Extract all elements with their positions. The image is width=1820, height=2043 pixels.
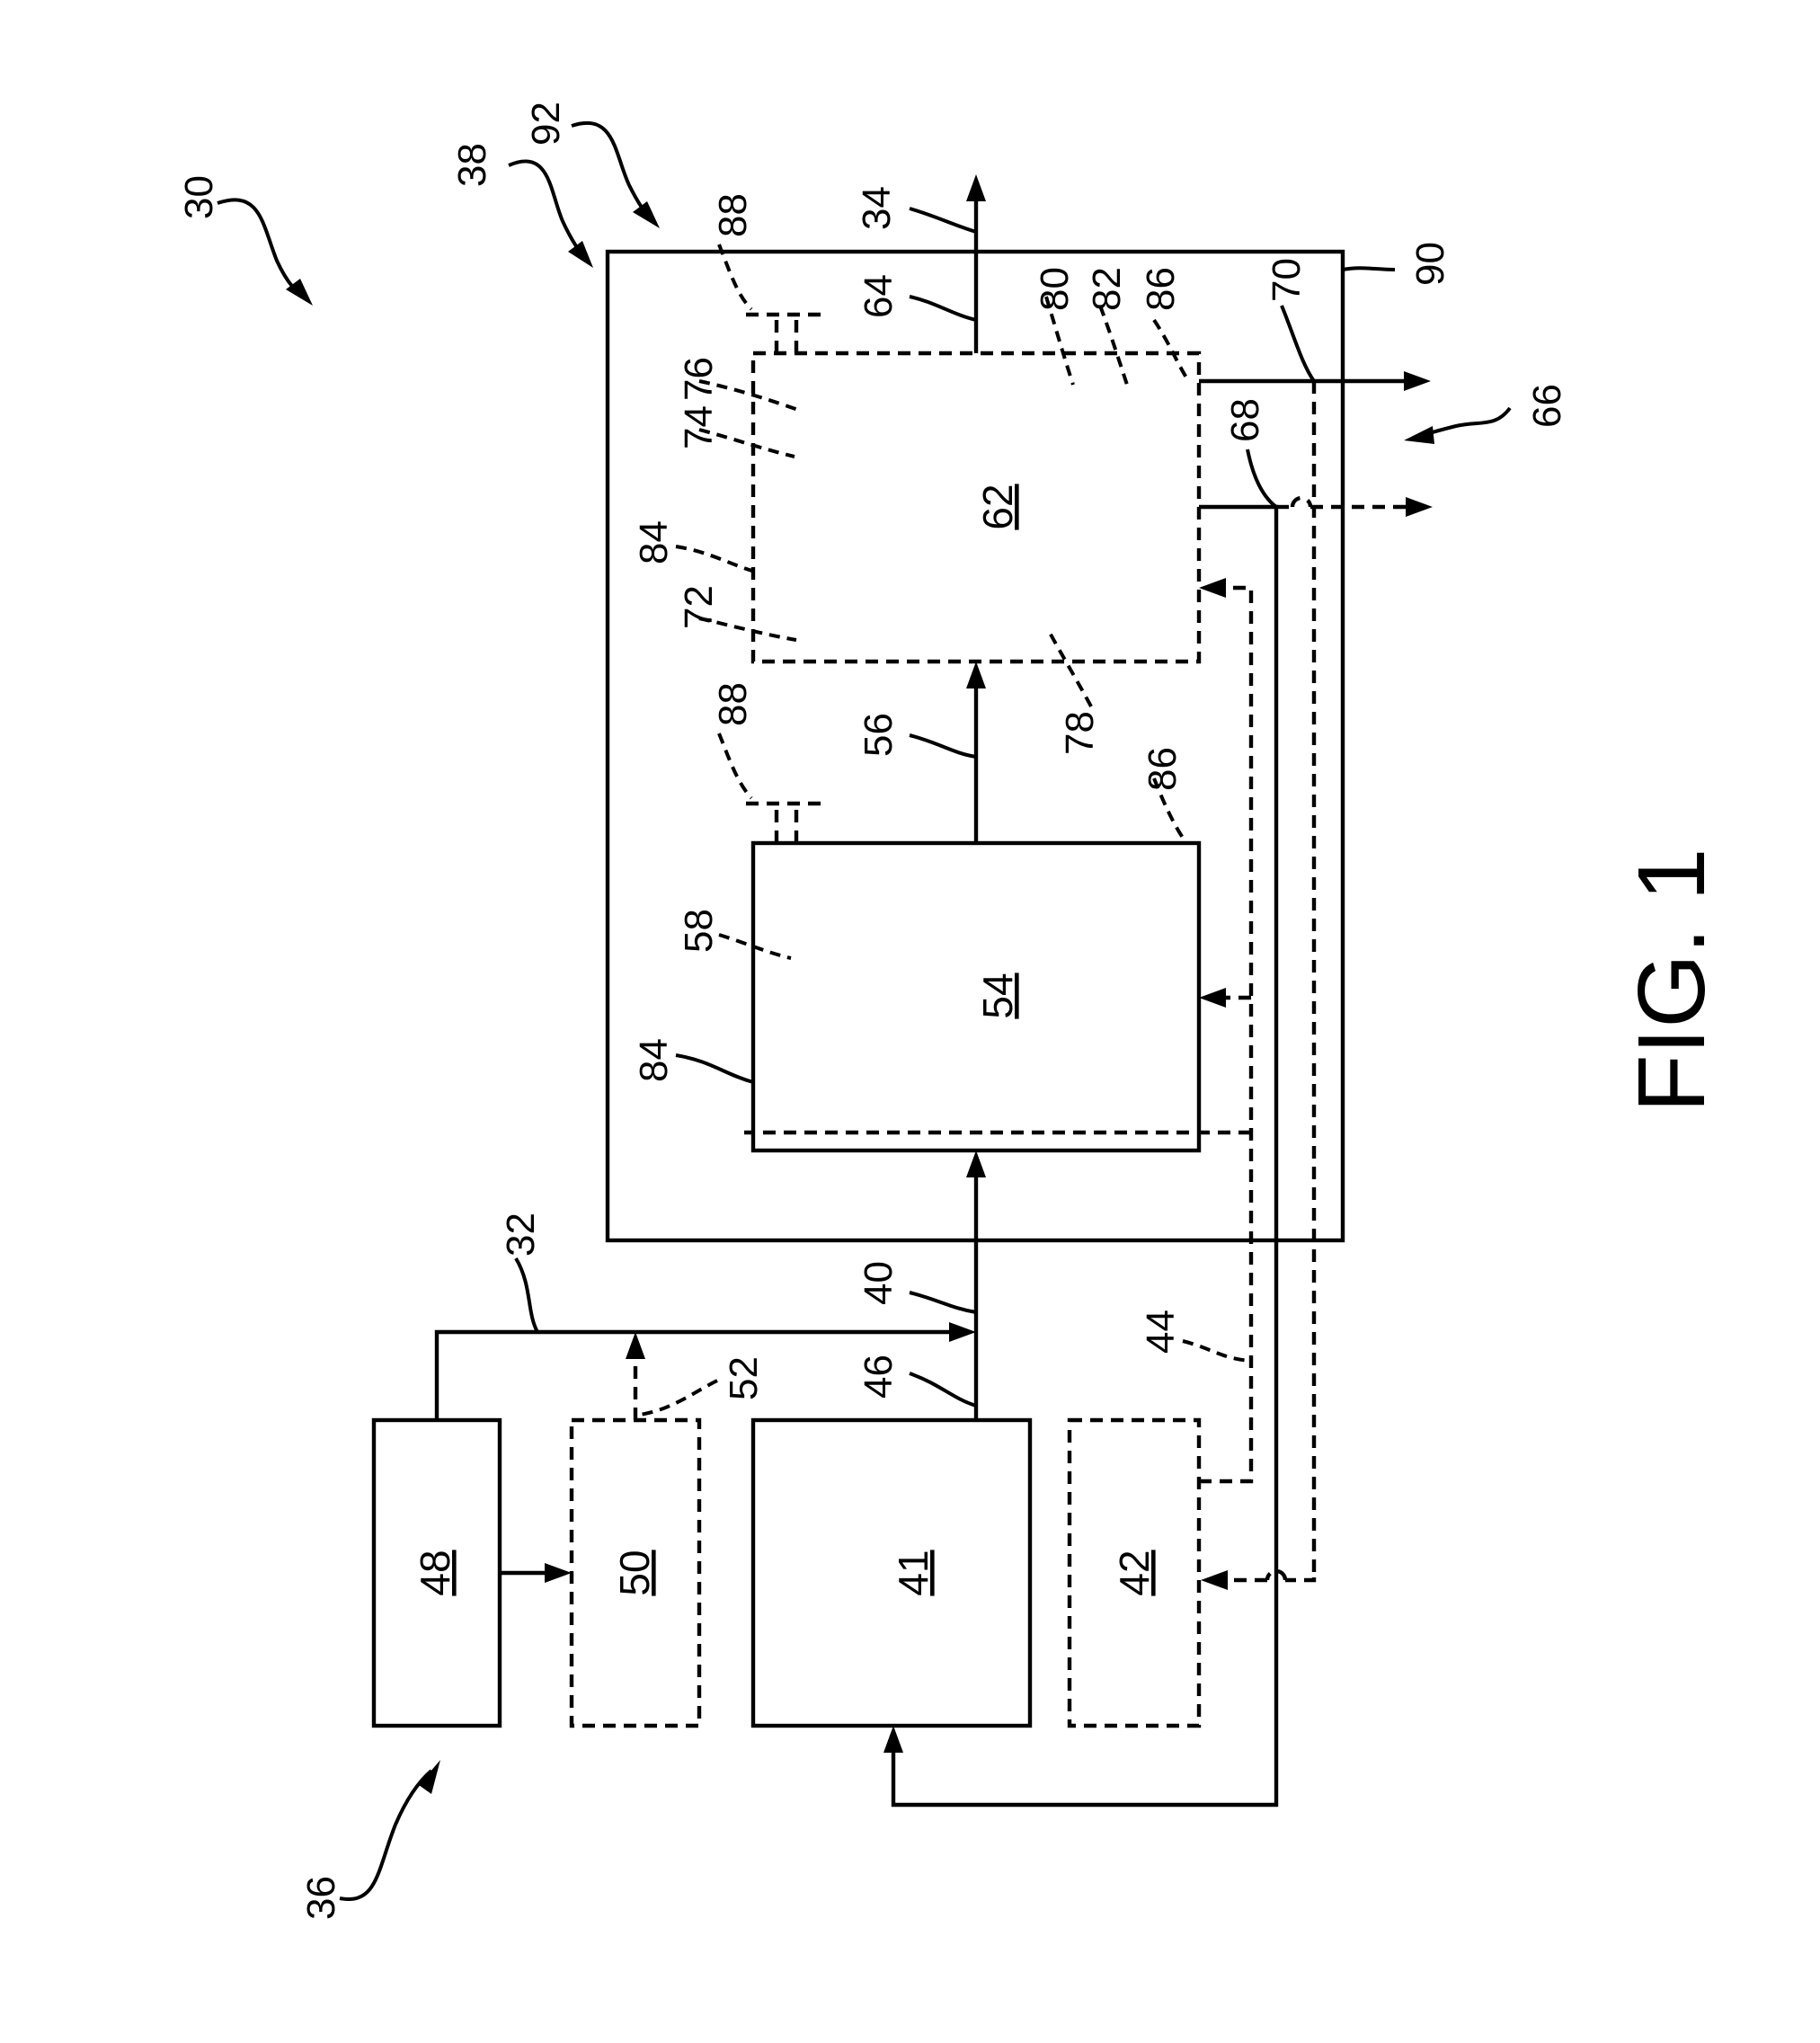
leader-40 bbox=[910, 1292, 976, 1312]
arrowhead bbox=[1199, 988, 1226, 1008]
arrowhead bbox=[633, 201, 660, 228]
ref-90: 90 bbox=[1408, 242, 1452, 286]
leader-56 bbox=[910, 735, 976, 757]
ref-46: 46 bbox=[857, 1355, 901, 1399]
leader-52 bbox=[640, 1381, 717, 1415]
ref-36: 36 bbox=[299, 1876, 343, 1920]
ref-78: 78 bbox=[1058, 711, 1102, 755]
ref-52: 52 bbox=[722, 1356, 766, 1400]
arrowhead bbox=[1201, 1570, 1228, 1590]
leader-84a bbox=[676, 546, 755, 572]
leader-84b bbox=[676, 1055, 753, 1082]
leader-88-lower bbox=[719, 733, 751, 798]
ref-34: 34 bbox=[855, 186, 899, 230]
arrowhead bbox=[1404, 371, 1431, 391]
flow-70-branch-b bbox=[1285, 1577, 1314, 1580]
arrowhead bbox=[419, 1760, 440, 1794]
arrowhead bbox=[966, 174, 986, 201]
ref-56: 56 bbox=[857, 713, 901, 757]
leader-70 bbox=[1282, 306, 1314, 381]
leader-34 bbox=[910, 209, 976, 232]
ref-80: 80 bbox=[1033, 267, 1077, 311]
leader-64 bbox=[910, 297, 976, 320]
ref-38: 38 bbox=[450, 143, 494, 187]
ref-82: 82 bbox=[1085, 267, 1129, 311]
arrowhead bbox=[966, 662, 986, 688]
ref-86-lower: 86 bbox=[1141, 747, 1185, 791]
ref-58: 58 bbox=[677, 909, 721, 953]
arrowhead bbox=[1404, 426, 1434, 444]
block-54-label: 54 bbox=[974, 973, 1021, 1018]
block-41-label: 41 bbox=[890, 1550, 937, 1595]
block-62-label: 62 bbox=[974, 484, 1021, 529]
leader-44 bbox=[1183, 1341, 1251, 1361]
leader-88-upper bbox=[719, 244, 751, 309]
block-48-label: 48 bbox=[412, 1550, 458, 1595]
ref-92: 92 bbox=[524, 102, 568, 146]
ref-68: 68 bbox=[1223, 398, 1267, 442]
leader-36 bbox=[340, 1771, 431, 1899]
ref-84-upper: 84 bbox=[632, 520, 676, 564]
arrowhead bbox=[1406, 497, 1433, 517]
arrowhead bbox=[545, 1563, 572, 1583]
ref-44: 44 bbox=[1139, 1310, 1183, 1354]
leader-38 bbox=[509, 161, 586, 261]
ref-64: 64 bbox=[857, 274, 901, 318]
ref-70: 70 bbox=[1265, 258, 1309, 302]
leader-86b bbox=[1154, 320, 1186, 378]
arrowhead bbox=[949, 1322, 976, 1342]
arrowhead bbox=[966, 1150, 986, 1177]
ref-32: 32 bbox=[499, 1212, 543, 1257]
arrowhead bbox=[568, 241, 593, 268]
ref-40: 40 bbox=[857, 1261, 901, 1305]
block-42-label: 42 bbox=[1111, 1550, 1158, 1595]
ref-84-lower: 84 bbox=[632, 1038, 676, 1082]
ref-66: 66 bbox=[1525, 384, 1569, 428]
flow-68-return bbox=[893, 507, 1276, 1805]
ref-72: 72 bbox=[677, 585, 721, 629]
leader-46 bbox=[910, 1373, 976, 1406]
ref-88-lower: 88 bbox=[711, 682, 755, 726]
ref-30: 30 bbox=[177, 175, 221, 219]
ref-74: 74 bbox=[677, 405, 721, 449]
flow-68-hop bbox=[1292, 498, 1310, 507]
arrowhead bbox=[626, 1332, 645, 1359]
leader-92 bbox=[572, 123, 653, 221]
ref-76: 76 bbox=[677, 357, 721, 401]
ref-86-upper: 86 bbox=[1139, 267, 1183, 311]
leader-68 bbox=[1247, 449, 1276, 507]
leader-82 bbox=[1100, 306, 1127, 385]
arrowhead bbox=[883, 1726, 903, 1753]
block-50-label: 50 bbox=[611, 1550, 658, 1595]
figure-label: FIG. 1 bbox=[1619, 848, 1725, 1113]
ref-88-upper: 88 bbox=[711, 193, 755, 237]
arrowhead bbox=[1199, 578, 1226, 598]
leader-78 bbox=[1050, 633, 1091, 706]
leader-66 bbox=[1424, 408, 1510, 435]
leader-32 bbox=[516, 1258, 537, 1332]
leader-90 bbox=[1343, 268, 1395, 270]
